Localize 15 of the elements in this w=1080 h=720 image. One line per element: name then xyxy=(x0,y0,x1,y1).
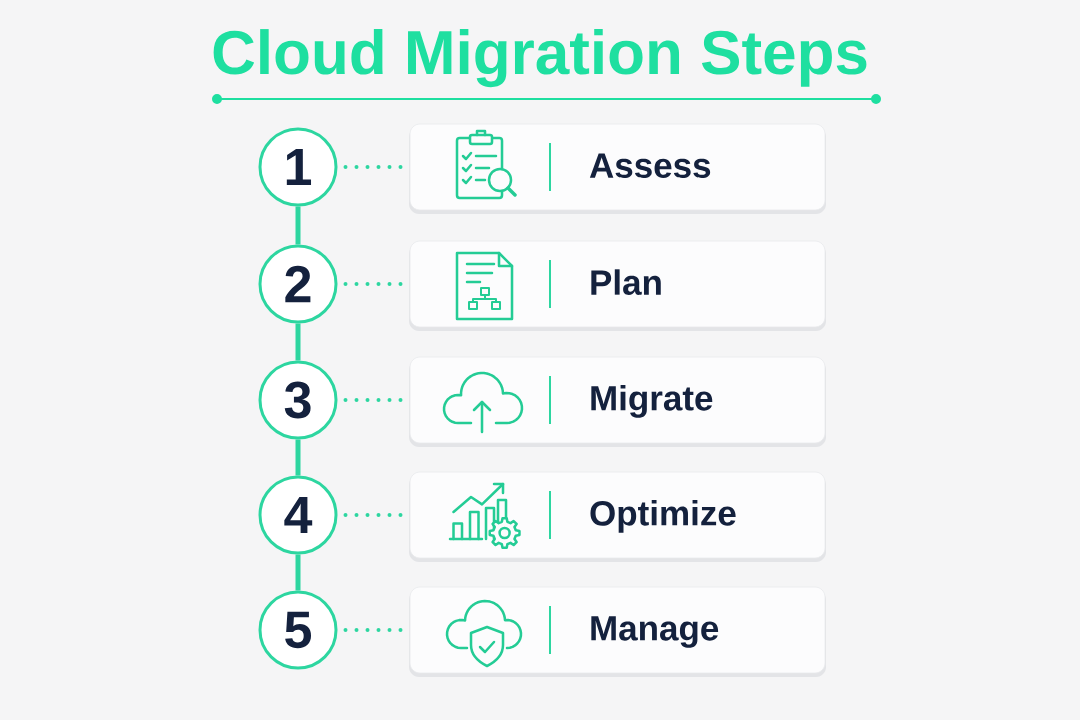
step-card: Optimize xyxy=(409,471,826,562)
connector-line xyxy=(295,323,301,361)
connector-line xyxy=(295,554,301,591)
step-card: Plan xyxy=(409,240,826,331)
dotted-line xyxy=(343,513,404,517)
dotted-line xyxy=(343,165,404,169)
dotted-line xyxy=(343,628,404,632)
step-card: Assess xyxy=(409,123,826,214)
title: Cloud Migration Steps xyxy=(213,29,867,88)
connector-line xyxy=(295,206,301,245)
dotted-line xyxy=(343,282,404,286)
connector-line xyxy=(295,439,301,476)
step-card: Migrate xyxy=(409,356,826,447)
step-card: Manage xyxy=(409,586,826,677)
dotted-line xyxy=(343,398,404,402)
